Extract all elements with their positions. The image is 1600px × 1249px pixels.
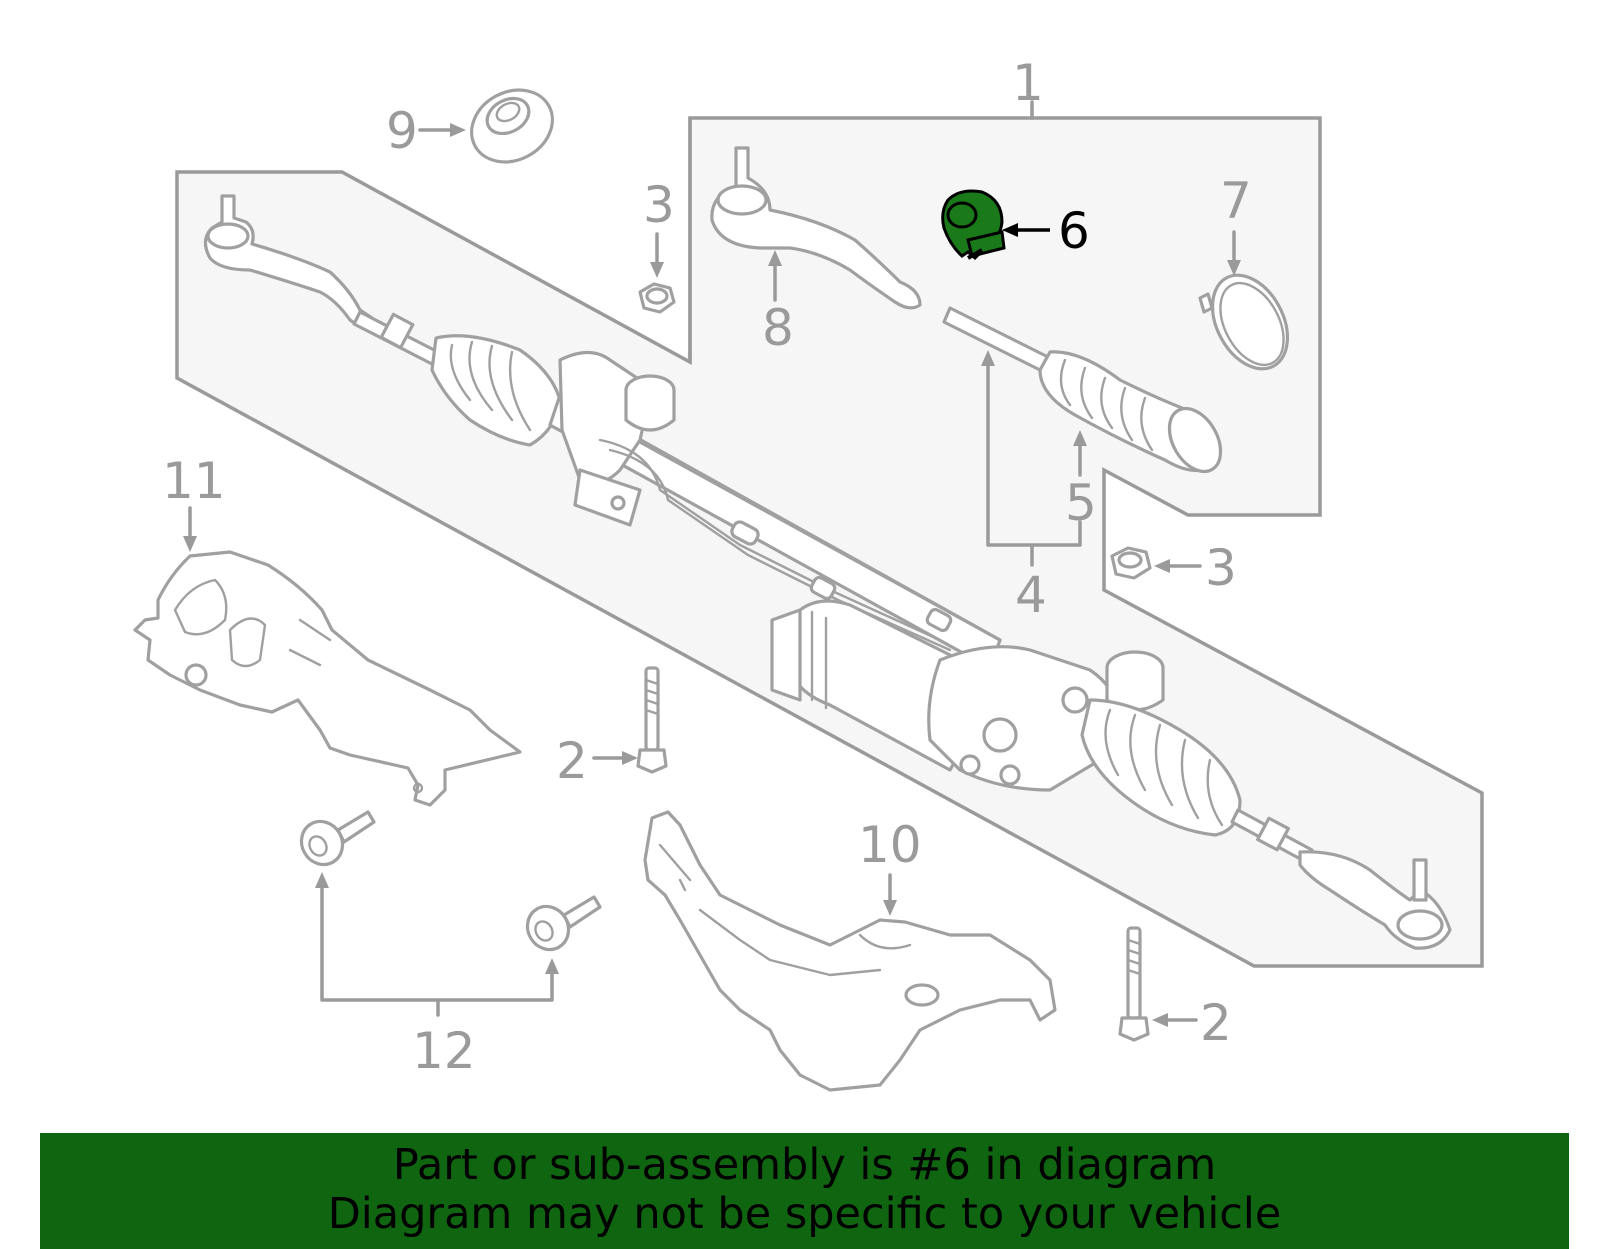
leader-12 — [320, 880, 554, 1017]
callout-9: 9 — [386, 102, 418, 160]
banner-line-2: Diagram may not be specific to your vehi… — [327, 1189, 1282, 1239]
part-6-clamp-highlighted — [941, 189, 1006, 261]
arrow-12b — [545, 958, 559, 974]
callout-12: 12 — [412, 1022, 476, 1080]
callout-3-lower: 3 — [1205, 539, 1237, 597]
part-12-bolt-upper — [299, 810, 376, 867]
part-11-heat-shield — [133, 550, 522, 807]
steering-rack-assembly — [203, 194, 1452, 950]
part-2-bolt-left — [636, 666, 668, 774]
part-9-grommet — [470, 88, 554, 164]
arrow-4 — [981, 350, 995, 366]
callout-7: 7 — [1220, 172, 1252, 230]
callout-8: 8 — [762, 299, 794, 357]
part-5-inner-tie-rod-boot — [942, 306, 1223, 474]
callout-4: 4 — [1015, 566, 1047, 624]
arrow-6 — [1002, 223, 1018, 237]
arrow-10 — [883, 900, 897, 916]
arrow-2a — [622, 751, 638, 765]
part-12-bolt-lower — [525, 895, 602, 952]
arrow-7 — [1227, 260, 1241, 276]
part-2-bolt-right — [1118, 926, 1150, 1042]
part-7-clamp-ring — [1198, 273, 1290, 371]
arrow-3a — [650, 262, 664, 278]
callout-2-right: 2 — [1200, 994, 1232, 1052]
arrow-8 — [768, 250, 782, 266]
arrow-5 — [1073, 430, 1087, 446]
part-10-heat-shield — [643, 810, 1057, 1092]
arrow-9 — [450, 123, 466, 137]
arrow-12a — [315, 872, 329, 888]
arrow-2b — [1152, 1013, 1168, 1027]
callout-1: 1 — [1012, 54, 1044, 112]
part-8-tie-rod-end — [710, 146, 922, 310]
part-3-nut-upper — [638, 282, 676, 314]
callout-10: 10 — [858, 816, 922, 874]
callout-11: 11 — [162, 452, 226, 510]
leader-4 — [986, 358, 1082, 567]
arrow-11 — [183, 536, 197, 552]
info-banner: Part or sub-assembly is #6 in diagram Di… — [40, 1133, 1569, 1249]
banner-line-1: Part or sub-assembly is #6 in diagram — [392, 1140, 1217, 1190]
callout-2-left: 2 — [556, 732, 588, 790]
part-3-nut-lower — [1110, 546, 1152, 580]
arrow-3b — [1154, 559, 1170, 573]
callout-6: 6 — [1058, 202, 1090, 260]
callout-3-upper: 3 — [643, 176, 675, 234]
